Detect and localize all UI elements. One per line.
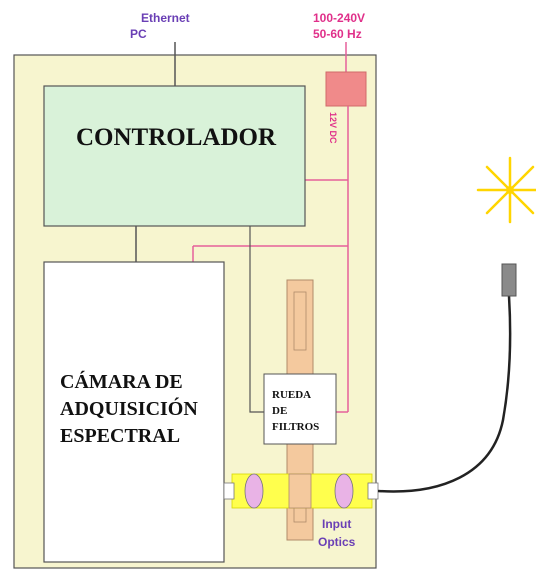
camera-label-line1: CÁMARA DE <box>60 370 183 393</box>
camera-label-line2: ADQUISICIÓN <box>60 396 198 420</box>
power-input-voltage-label: 100-240V <box>313 11 365 25</box>
pc-label: PC <box>130 27 147 41</box>
ethernet-label: Ethernet <box>141 11 190 25</box>
filter-slot-upper <box>293 291 307 351</box>
camera-label-line3: ESPECTRAL <box>60 425 180 447</box>
controller-label: CONTROLADOR <box>76 124 277 151</box>
spectral-camera-box <box>43 261 225 563</box>
power-supply <box>325 71 367 107</box>
filter-wheel-label-line3: FILTROS <box>272 421 319 433</box>
filter-in-beam <box>288 473 312 509</box>
fiber-tip-icon <box>501 263 517 297</box>
light-source-icon <box>476 156 536 224</box>
fiber-input-port <box>367 482 379 500</box>
filter-wheel-box <box>263 373 337 445</box>
input-lens <box>334 473 354 509</box>
filter-wheel-label-line1: RUEDA <box>272 389 311 401</box>
input-optics-label-line1: Input <box>322 517 351 531</box>
power-input-frequency-label: 50-60 Hz <box>313 27 362 41</box>
input-optics-label-line2: Optics <box>318 535 356 549</box>
camera-side-lens <box>244 473 264 509</box>
controller-filter-wheel-link <box>249 226 264 413</box>
optical-fiber-cable <box>377 295 512 493</box>
dc-voltage-label: 12V DC <box>328 112 338 144</box>
camera-input-port <box>223 482 235 500</box>
controller-box <box>43 85 306 227</box>
filter-wheel-label-line2: DE <box>272 405 287 417</box>
